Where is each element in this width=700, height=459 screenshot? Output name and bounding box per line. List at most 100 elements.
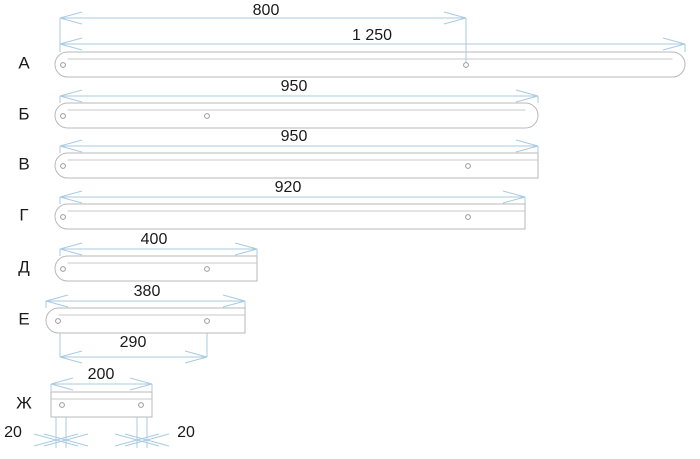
mounting-hole <box>60 163 66 169</box>
dimension-Е-290: 290 <box>59 333 208 364</box>
arrow-slash-lower <box>59 145 83 153</box>
bar-row-Г <box>54 203 526 230</box>
row-label-А: А <box>18 53 30 72</box>
mounting-hole <box>60 62 66 68</box>
bar-outline <box>54 102 539 129</box>
dimension-В-950: 950 <box>59 128 539 153</box>
mounting-hole <box>60 266 66 272</box>
dimension-Б-950: 950 <box>59 78 539 103</box>
dimension-value: 1 250 <box>352 27 392 44</box>
arrow-slash-lower <box>129 383 153 391</box>
dimension-Д-400: 400 <box>59 231 258 256</box>
bar-outline <box>54 255 258 282</box>
arrow-slash-lower <box>59 248 83 256</box>
row-label-В: В <box>18 154 29 173</box>
arrow-slash-upper <box>515 139 539 147</box>
mounting-hole <box>138 402 144 408</box>
arrow-slash-upper <box>59 139 83 147</box>
mounting-hole <box>60 113 66 119</box>
arrow-slash-lower <box>59 95 83 103</box>
arrow-slash-upper <box>55 433 79 441</box>
arrow-slash-lower <box>443 17 467 25</box>
bar-row-Д <box>54 255 258 282</box>
row-label-Е: Е <box>18 309 29 328</box>
row-labels-layer: А Б В Г Д Е Ж <box>16 53 32 412</box>
bar-row-Е <box>45 307 246 334</box>
arrow-slash-upper <box>234 242 258 250</box>
arrow-slash-lower <box>136 439 160 447</box>
dimension-А-1250: 1 250 <box>59 27 686 52</box>
dimension-value: 800 <box>253 2 280 19</box>
dimension-value: 20 <box>177 424 195 441</box>
mounting-hole <box>465 163 471 169</box>
dimension-Г-920: 920 <box>59 179 526 204</box>
arrow-slash-upper <box>114 433 138 441</box>
arrow-slash-upper <box>59 190 83 198</box>
mounting-hole <box>60 214 66 220</box>
arrow-slash-upper <box>136 433 160 441</box>
bar-outline <box>50 391 153 418</box>
arrow-slash-lower <box>33 439 57 447</box>
dimension-value: 200 <box>88 366 115 383</box>
dimension-value: 950 <box>281 128 308 145</box>
arrow-slash-lower <box>124 439 148 447</box>
dimension-Е-380: 380 <box>45 283 246 308</box>
mounting-hole <box>204 318 210 324</box>
arrow-slash-lower <box>55 439 79 447</box>
dimension-value: 20 <box>4 424 22 441</box>
bar-row-Б <box>54 102 539 129</box>
arrow-slash-upper <box>662 37 686 45</box>
arrow-slash-lower <box>65 439 89 447</box>
arrow-slash-upper <box>184 350 208 358</box>
arrow-slash-upper <box>443 11 467 19</box>
arrow-slash-upper <box>43 433 67 441</box>
arrow-slash-upper <box>59 89 83 97</box>
arrow-slash-lower <box>43 439 67 447</box>
arrow-slash-lower <box>515 95 539 103</box>
mounting-hole <box>465 214 471 220</box>
arrow-slash-upper <box>129 377 153 385</box>
arrow-slash-upper <box>146 433 170 441</box>
bar-outline <box>45 307 246 334</box>
bar-row-В <box>54 152 539 179</box>
row-label-Д: Д <box>18 257 30 276</box>
bar-row-Ж <box>50 391 153 418</box>
arrow-slash-lower <box>234 248 258 256</box>
mounting-hole <box>204 266 210 272</box>
bar-outline <box>54 51 686 78</box>
arrow-slash-lower <box>184 356 208 364</box>
arrow-slash-upper <box>124 433 148 441</box>
dimension-Ж-200: 200 <box>50 366 153 392</box>
leader-А <box>463 18 469 68</box>
dimension-value: 290 <box>120 334 147 351</box>
dimension-value: 380 <box>134 283 161 300</box>
arrow-slash-upper <box>502 190 526 198</box>
row-label-Ж: Ж <box>16 393 32 412</box>
arrow-slash-upper <box>59 242 83 250</box>
bar-row-А <box>54 51 686 78</box>
bar-outline <box>54 203 526 230</box>
dimension-А-800: 800 <box>59 2 467 52</box>
arrow-slash-lower <box>59 17 83 25</box>
arrow-slash-lower <box>59 196 83 204</box>
arrow-slash-upper <box>59 350 83 358</box>
arrow-slash-lower <box>45 300 69 308</box>
arrow-slash-lower <box>222 300 246 308</box>
arrow-slash-upper <box>65 433 89 441</box>
arrow-slash-lower <box>114 439 138 447</box>
arrow-slash-lower <box>502 196 526 204</box>
arrow-slash-upper <box>33 433 57 441</box>
row-label-Г: Г <box>19 205 28 224</box>
arrow-slash-upper <box>515 89 539 97</box>
arrow-slash-lower <box>146 439 170 447</box>
arrow-slash-lower <box>59 356 83 364</box>
arrow-slash-lower <box>662 43 686 51</box>
arrow-slash-lower <box>50 383 74 391</box>
mounting-hole <box>55 318 61 324</box>
row-label-Б: Б <box>18 104 29 123</box>
arrow-slash-upper <box>50 377 74 385</box>
